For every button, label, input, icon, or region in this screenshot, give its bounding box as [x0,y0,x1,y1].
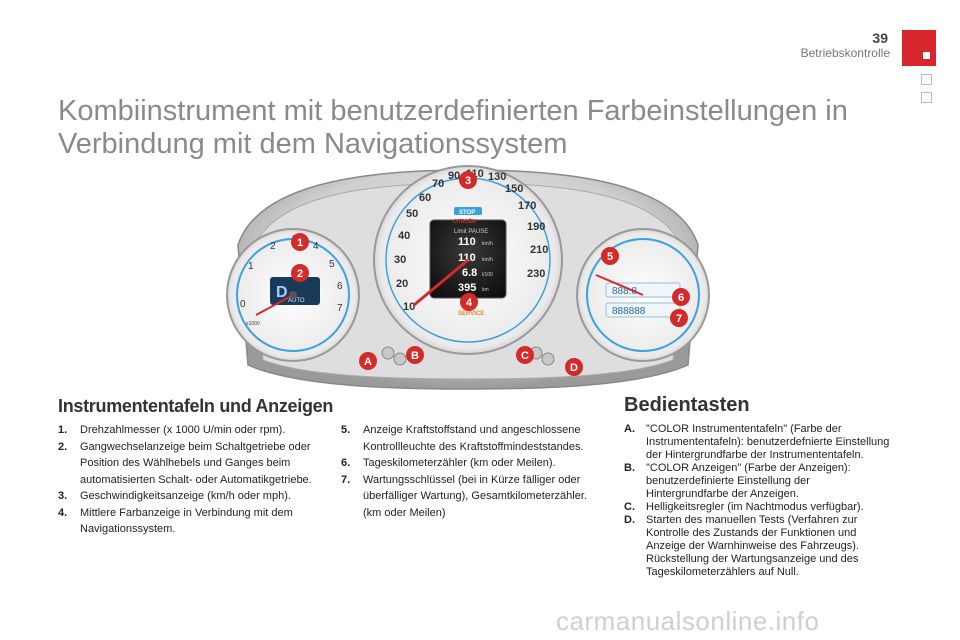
svg-text:130: 130 [488,171,506,183]
svg-text:70: 70 [432,178,444,190]
callout-3: 3 [459,171,477,189]
svg-text:5: 5 [329,259,335,270]
svg-text:km: km [482,287,489,293]
callout-D: D [565,358,583,376]
callout-B: B [406,346,424,364]
list-item: 7.Wartungsschlüssel (bei in Kürze fällig… [341,473,587,519]
speed-value: 110 [458,252,476,264]
list-item: 4.Mittlere Farbanzeige in Verbindung mit… [58,506,293,536]
svg-text:230: 230 [527,268,545,280]
instrument-cluster-illustration: 0 1 2 3 4 5 6 7 D AUTO x1000 10 20 30 40 50… [226,165,710,390]
controls-list: A."COLOR Instrumententafeln" (Farbe der … [624,423,894,579]
brand-label: CITROËN [453,218,476,225]
list-item: 3.Geschwindigkeitsanzeige (km/h oder mph… [58,490,291,502]
limit-value: 110 [458,236,476,248]
consumption-value: 6.8 [462,267,477,279]
callout-4: 4 [460,293,478,311]
svg-text:10: 10 [403,301,415,313]
svg-text:1: 1 [248,261,254,272]
callout-2: 2 [291,264,309,282]
svg-text:km/h: km/h [482,257,493,263]
range-value: 395 [458,282,476,294]
callout-1: 1 [291,233,309,251]
svg-text:2: 2 [297,268,303,280]
gear-mode: AUTO [288,298,305,304]
controls-heading: Bedientasten [624,394,750,416]
list-item: 6.Tageskilometerzähler (km oder Meilen). [341,457,556,469]
list-item: 1.Drehzahlmesser (x 1000 U/min oder rpm)… [58,424,286,436]
svg-text:7: 7 [337,303,343,314]
stop-label: STOP [459,210,475,216]
nav-box-icon [921,92,932,103]
svg-text:5: 5 [607,251,613,263]
svg-text:20: 20 [396,278,408,290]
callout-6: 6 [672,288,690,306]
list-item: B."COLOR Anzeigen" (Farbe der Anzeigen):… [624,462,851,500]
trip-display: 888.8 [612,286,637,297]
page-number: 39 [872,30,888,46]
svg-text:4: 4 [313,241,319,252]
callout-7: 7 [670,309,688,327]
svg-text:40: 40 [398,230,410,242]
svg-text:6: 6 [678,292,684,304]
list-item: D.Starten des manuellen Tests (Verfahren… [624,514,859,578]
svg-text:4: 4 [466,297,473,309]
svg-text:60: 60 [419,192,431,204]
svg-text:A: A [364,356,372,368]
odometer-display: 888888 [612,306,646,317]
section-name: Betriebskontrolle [800,46,890,60]
svg-text:1: 1 [297,237,303,249]
list-item: 2.Gangwechselanzeige beim Schaltgetriebe… [58,440,312,486]
svg-text:6: 6 [337,281,343,292]
svg-text:D: D [570,362,578,374]
svg-text:170: 170 [518,200,536,212]
watermark: carmanualsonline.info [556,606,820,636]
instruments-list-right: 5.Anzeige Kraftstoffstand und angeschlos… [341,422,591,521]
svg-text:C: C [521,350,529,362]
chapter-tab [902,30,936,66]
gear-letter: D [276,284,288,301]
service-label: SERVICE [458,311,484,317]
list-item: C.Helligkeitsregler (im Nachtmodus verfü… [624,501,864,513]
nav-box-icon [921,74,932,85]
instruments-list-left: 1.Drehzahlmesser (x 1000 U/min oder rpm)… [58,422,323,538]
svg-text:7: 7 [676,313,682,325]
svg-text:190: 190 [527,221,545,233]
svg-text:30: 30 [394,254,406,266]
callout-C: C [516,346,534,364]
instruments-heading: Instrumententafeln und Anzeigen [58,396,334,416]
rpm-unit: x1000 [246,321,260,327]
svg-text:km/h: km/h [482,241,493,247]
page-title: Kombiinstrument mit benutzerdefinierten … [58,95,848,160]
limit-label: Limit PAUSE [454,229,488,235]
callout-A: A [359,352,377,370]
svg-text:50: 50 [406,208,418,220]
list-item: A."COLOR Instrumententafeln" (Farbe der … [624,423,890,461]
svg-text:0: 0 [240,299,246,310]
svg-text:3: 3 [465,175,471,187]
svg-text:2: 2 [270,241,276,252]
svg-text:210: 210 [530,244,548,256]
svg-text:90: 90 [448,170,460,182]
list-item: 5.Anzeige Kraftstoffstand und angeschlos… [341,424,584,453]
svg-text:B: B [411,350,419,362]
svg-text:l/100: l/100 [482,272,493,278]
callout-5: 5 [601,247,619,265]
tachometer-dial: 0 1 2 3 4 5 6 7 D AUTO x1000 [226,228,360,362]
svg-text:150: 150 [505,183,523,195]
